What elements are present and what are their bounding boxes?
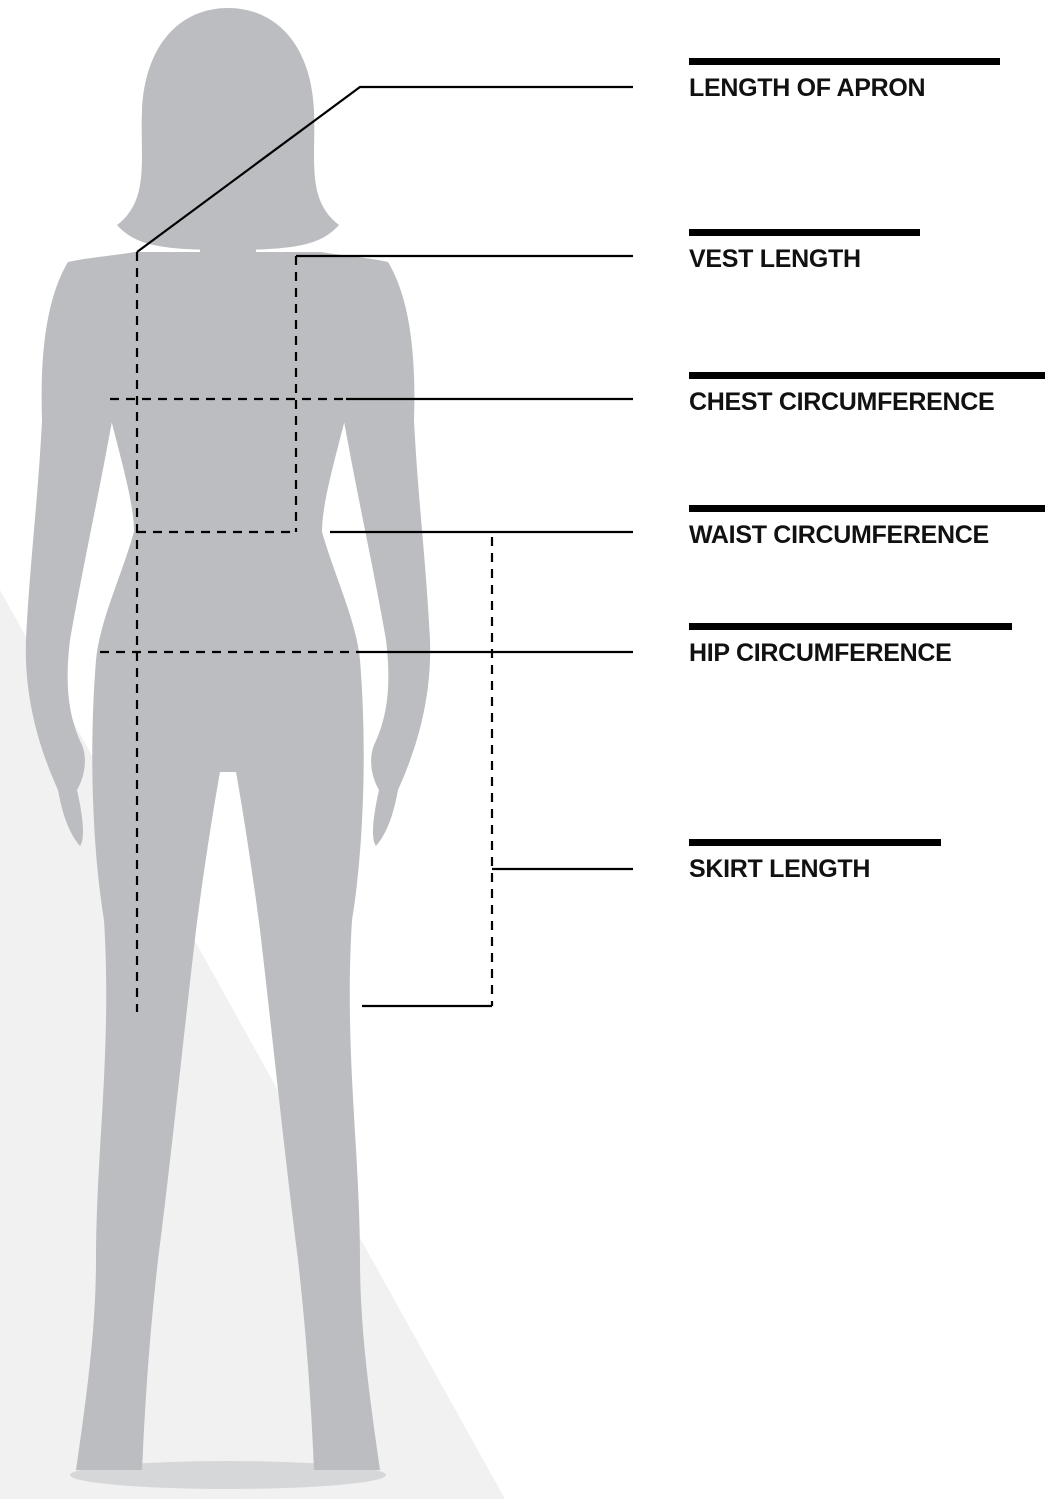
label-bar (689, 58, 1000, 65)
label-bar (689, 839, 941, 846)
label-text: VEST LENGTH (689, 247, 920, 272)
label-text: HIP CIRCUMFERENCE (689, 641, 1012, 666)
label-hip: HIP CIRCUMFERENCE (689, 623, 1012, 666)
label-bar (689, 372, 1045, 379)
label-text: WAIST CIRCUMFERENCE (689, 523, 1045, 548)
label-bar (689, 505, 1045, 512)
label-text: SKIRT LENGTH (689, 857, 941, 882)
label-text: LENGTH OF APRON (689, 76, 1000, 101)
label-bar (689, 623, 1012, 630)
label-waist: WAIST CIRCUMFERENCE (689, 505, 1045, 548)
label-vest: VEST LENGTH (689, 229, 920, 272)
label-skirt: SKIRT LENGTH (689, 839, 941, 882)
label-text: CHEST CIRCUMFERENCE (689, 390, 1045, 415)
label-bar (689, 229, 920, 236)
label-apron: LENGTH OF APRON (689, 58, 1000, 101)
label-chest: CHEST CIRCUMFERENCE (689, 372, 1045, 415)
